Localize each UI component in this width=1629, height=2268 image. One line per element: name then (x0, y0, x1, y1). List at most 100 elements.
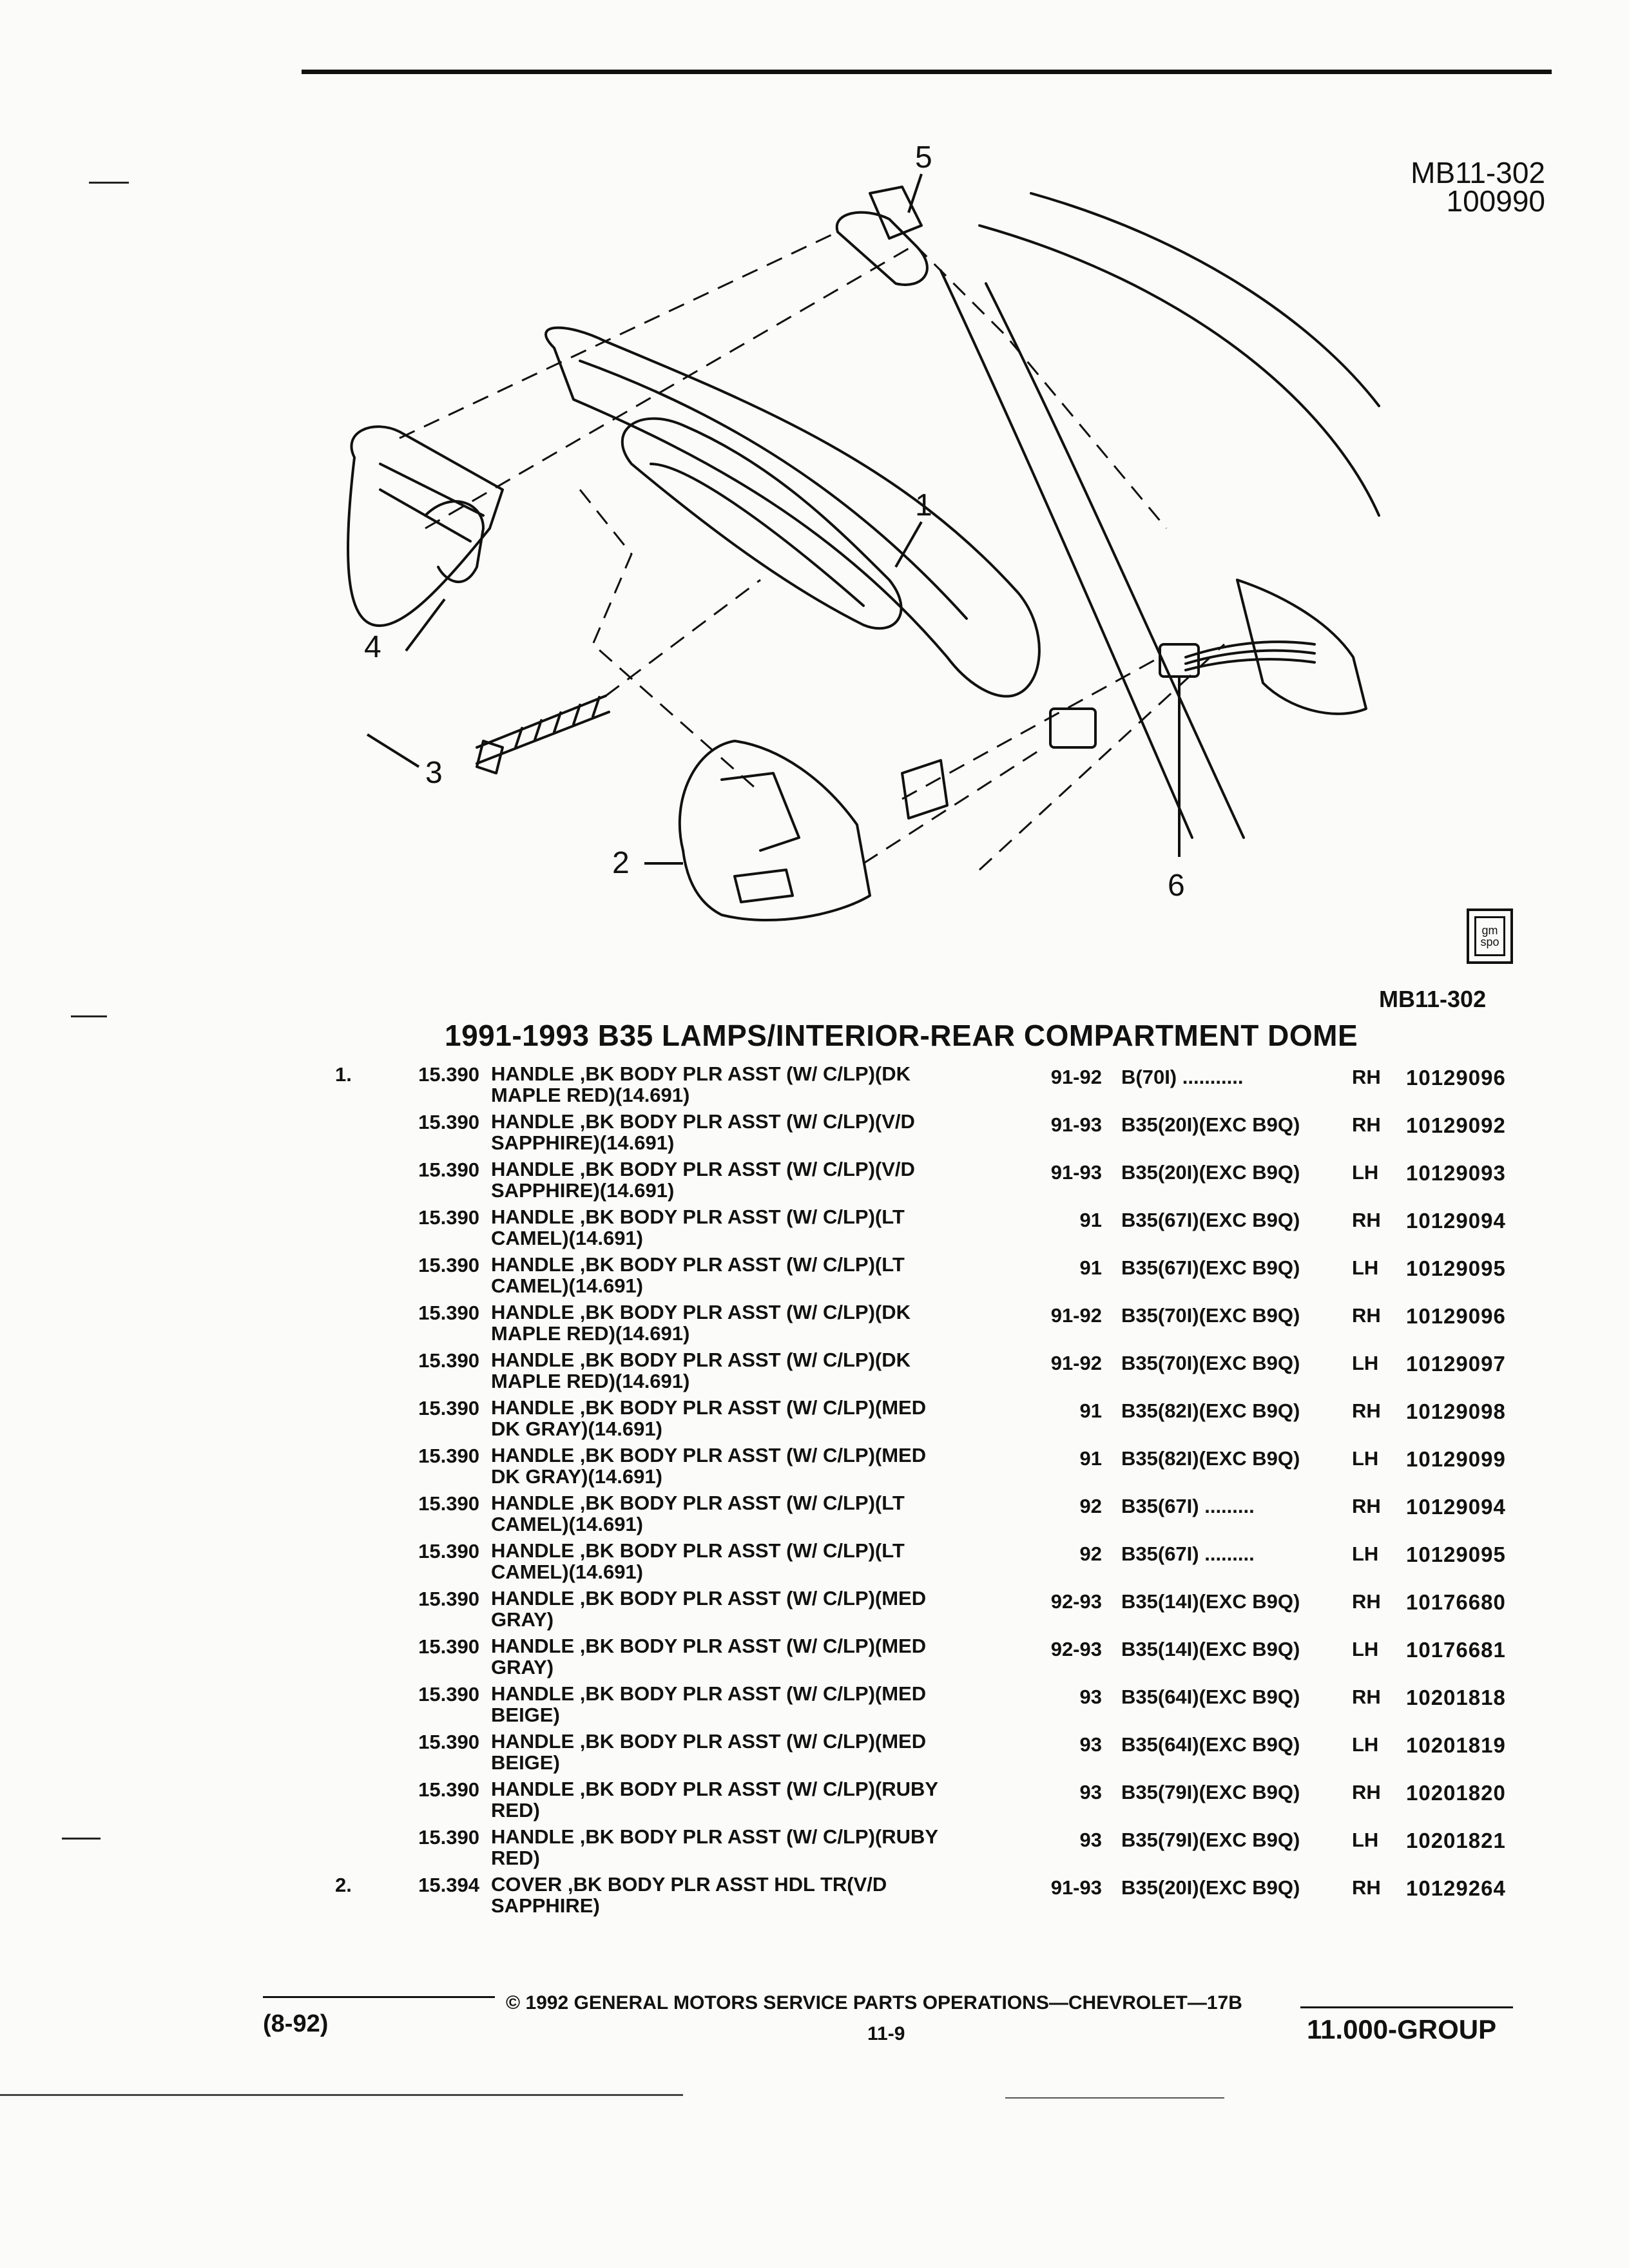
item-number: 1. (335, 1063, 352, 1086)
side: LH (1352, 1256, 1379, 1279)
bottom-rule-fragment (1005, 2097, 1224, 2099)
item-number: 2. (335, 1874, 352, 1896)
part-number: 10129099 (1406, 1447, 1506, 1471)
footer-date: (8-92) (263, 2010, 329, 2037)
model-years: 91-92 (1050, 1304, 1102, 1327)
side: RH (1352, 1495, 1381, 1517)
part-number: 10201818 (1406, 1686, 1506, 1709)
callout-2: 2 (612, 846, 630, 880)
part-number: 10129094 (1406, 1209, 1506, 1233)
side: RH (1352, 1113, 1381, 1136)
group-number: 15.390 (418, 1397, 479, 1419)
footer-rule-left (263, 1996, 495, 1998)
model-years: 91-93 (1050, 1161, 1102, 1184)
callout-6: 6 (1168, 869, 1185, 903)
side: LH (1352, 1161, 1379, 1184)
side: RH (1352, 1399, 1381, 1422)
side: LH (1352, 1447, 1379, 1470)
group-number: 15.390 (418, 1349, 479, 1372)
callout-4: 4 (364, 630, 381, 664)
part-description-line: HANDLE ,BK BODY PLR ASST (W/ C/LP)(LT (491, 1492, 905, 1514)
model-years: 91 (1079, 1447, 1102, 1470)
part-description-line: HANDLE ,BK BODY PLR ASST (W/ C/LP)(LT (491, 1206, 905, 1228)
option-code: B(70I) ........... (1121, 1066, 1244, 1088)
footer-group: 11.000-GROUP (1307, 2014, 1497, 2044)
group-number: 15.390 (418, 1588, 479, 1610)
group-number: 15.394 (418, 1874, 479, 1896)
part-number: 10129092 (1406, 1113, 1506, 1137)
logo-line2: spo (1480, 936, 1499, 948)
part-description-line: SAPPHIRE)(14.691) (491, 1179, 675, 1202)
group-number: 15.390 (418, 1158, 479, 1181)
part-description-line: GRAY) (491, 1656, 554, 1678)
top-rule (302, 70, 1552, 74)
model-years: 91 (1079, 1209, 1102, 1231)
side: LH (1352, 1542, 1379, 1565)
group-number: 15.390 (418, 1063, 479, 1086)
part-description-line: CAMEL)(14.691) (491, 1227, 643, 1249)
side: RH (1352, 1876, 1381, 1899)
part-number: 10201821 (1406, 1829, 1506, 1852)
group-number: 15.390 (418, 1445, 479, 1467)
handle-body-shape (545, 326, 1041, 698)
option-code: B35(67I)(EXC B9Q) (1121, 1256, 1300, 1279)
group-number: 15.390 (418, 1683, 479, 1706)
group-number: 15.390 (418, 1540, 479, 1562)
part-number: 10129097 (1406, 1352, 1506, 1376)
part-number: 10129096 (1406, 1304, 1506, 1328)
gm-spo-logo: gm spo (1467, 908, 1513, 964)
part-description-line: HANDLE ,BK BODY PLR ASST (W/ C/LP)(LT (491, 1253, 905, 1276)
part-description-line: CAMEL)(14.691) (491, 1513, 643, 1535)
part-number: 10129094 (1406, 1495, 1506, 1519)
part-description-line: BEIGE) (491, 1751, 560, 1774)
exploded-parts-diagram: 5 1 3 2 4 6 (347, 140, 1380, 921)
model-years: 92 (1079, 1542, 1102, 1565)
option-code: B35(70I)(EXC B9Q) (1121, 1304, 1300, 1327)
part-description-line: MAPLE RED)(14.691) (491, 1370, 690, 1392)
part-description-line: HANDLE ,BK BODY PLR ASST (W/ C/LP)(MED (491, 1682, 927, 1705)
side: RH (1352, 1209, 1381, 1231)
part-number: 10129095 (1406, 1542, 1506, 1566)
diagram-code-line1: MB11-302 (1411, 156, 1545, 189)
model-years: 93 (1079, 1829, 1102, 1851)
option-code: B35(67I)(EXC B9Q) (1121, 1209, 1300, 1231)
side: LH (1352, 1352, 1379, 1374)
part-description-line: DK GRAY)(14.691) (491, 1465, 662, 1488)
part-description-line: HANDLE ,BK BODY PLR ASST (W/ C/LP)(LT (491, 1539, 905, 1562)
footer-copyright: © 1992 GENERAL MOTORS SERVICE PARTS OPER… (506, 1992, 1242, 2013)
model-years: 91 (1079, 1256, 1102, 1279)
side: RH (1352, 1590, 1381, 1613)
side: RH (1352, 1304, 1381, 1327)
model-years: 91-93 (1050, 1876, 1102, 1899)
group-number: 15.390 (418, 1731, 479, 1753)
part-description-line: HANDLE ,BK BODY PLR ASST (W/ C/LP)(DK (491, 1349, 911, 1371)
part-description-line: COVER ,BK BODY PLR ASST HDL TR(V/D (491, 1873, 887, 1896)
footer-page-number: 11-9 (867, 2023, 905, 2044)
section-title: 1991-1993 B35 LAMPS/INTERIOR-REAR COMPAR… (445, 1019, 1358, 1052)
model-years: 93 (1079, 1733, 1102, 1756)
model-years: 91 (1079, 1399, 1102, 1422)
part-description-line: HANDLE ,BK BODY PLR ASST (W/ C/LP)(MED (491, 1587, 927, 1610)
part-description-line: CAMEL)(14.691) (491, 1274, 643, 1297)
part-description-line: MAPLE RED)(14.691) (491, 1084, 690, 1106)
